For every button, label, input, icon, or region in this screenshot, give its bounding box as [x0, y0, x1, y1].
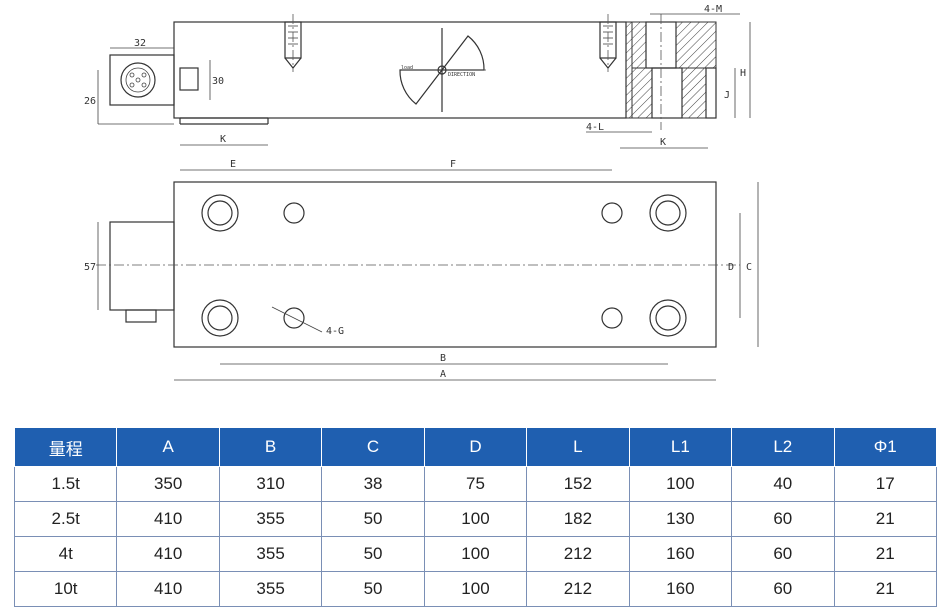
table-cell: 38 [321, 466, 425, 502]
dim-h: H [740, 68, 746, 79]
table-cell: 410 [116, 501, 220, 537]
table-cell: 350 [116, 466, 220, 502]
table-cell: 60 [731, 571, 835, 607]
dim-b: B [440, 353, 446, 364]
threaded-hole-right [599, 14, 617, 72]
dim-a: A [440, 369, 446, 380]
threaded-hole-left [284, 14, 302, 72]
dim-k: K [220, 134, 226, 145]
table-cell: 17 [833, 466, 937, 502]
table-row: 10t 410 355 50 100 212 160 60 21 [13, 571, 937, 607]
table-row: 2.5t 410 355 50 100 182 130 60 21 [13, 501, 937, 537]
header-cell: B [218, 427, 323, 467]
table-row: 1.5t 350 310 38 75 152 100 40 17 [13, 466, 937, 502]
table-cell: 100 [628, 466, 733, 502]
header-cell: L [526, 427, 630, 467]
connector-square [179, 67, 199, 91]
dim-k-right: K [660, 137, 666, 148]
thread-hole-2 [283, 307, 305, 329]
front-connector [109, 221, 175, 311]
table-cell: 410 [116, 536, 220, 572]
header-cell: L2 [731, 427, 835, 467]
table-cell: 21 [833, 501, 937, 537]
thread-hole-4 [601, 307, 623, 329]
table-cell: 100 [423, 536, 528, 572]
table-cell: 50 [321, 571, 425, 607]
table-cell: 410 [116, 571, 220, 607]
table-cell: 75 [423, 466, 528, 502]
spec-table: 量程 A B C D L L1 L2 Φ1 1.5t 350 310 38 75… [13, 427, 937, 607]
table-cell: 355 [218, 536, 323, 572]
dim-j: J [724, 90, 730, 101]
table-cell: 2.5t [13, 501, 118, 537]
load-direction-symbol: load DIRECTION [399, 28, 486, 112]
table-cell: 212 [526, 536, 630, 572]
dim-4l: 4-L [586, 122, 604, 133]
thread-hole-1 [283, 202, 305, 224]
table-cell: 100 [423, 501, 528, 537]
table-cell: 212 [526, 571, 630, 607]
table-cell: 100 [423, 571, 528, 607]
table-cell: 310 [218, 466, 323, 502]
table-cell: 1.5t [13, 466, 118, 502]
dim-4m: 4-M [704, 4, 722, 15]
table-cell: 10t [13, 571, 118, 607]
table-cell: 152 [526, 466, 630, 502]
table-header-row: 量程 A B C D L L1 L2 Φ1 [13, 427, 937, 467]
table-cell: 50 [321, 536, 425, 572]
dim-d: D [728, 262, 734, 273]
front-view: E F 57 4-G B A D C [84, 159, 759, 381]
connector-box [109, 54, 175, 106]
header-cell: 量程 [13, 427, 118, 467]
dim-26: 26 [84, 96, 96, 107]
connector-circle [120, 62, 156, 98]
table-cell: 21 [833, 571, 937, 607]
mount-hole-bottom-left [201, 299, 239, 337]
arrow-left-label: load [401, 65, 413, 71]
header-cell: A [116, 427, 220, 467]
dim-f: F [450, 159, 456, 170]
thread-hole-3 [601, 202, 623, 224]
table-cell: 160 [628, 536, 733, 572]
front-body [173, 181, 717, 348]
table-cell: 21 [833, 536, 937, 572]
technical-drawing: load DIRECTION 32 30 26 K 4-M H J [84, 4, 759, 381]
table-cell: 50 [321, 501, 425, 537]
table-cell: 4t [13, 536, 118, 572]
dim-32: 32 [134, 38, 146, 49]
mount-hole-top-left [201, 194, 239, 232]
header-cell: C [321, 427, 425, 467]
table-cell: 40 [731, 466, 835, 502]
header-cell: L1 [628, 427, 733, 467]
table-cell: 182 [526, 501, 630, 537]
mount-hole-top-right [649, 194, 687, 232]
table-cell: 60 [731, 536, 835, 572]
dim-c: C [746, 262, 752, 273]
dim-30: 30 [212, 76, 224, 87]
dim-57: 57 [84, 262, 96, 273]
mount-hole-bottom-right [649, 299, 687, 337]
dim-e: E [230, 159, 236, 170]
header-cell: Φ1 [833, 427, 937, 467]
arrow-right-label: DIRECTION [448, 72, 475, 78]
spec-table-container: 量程 A B C D L L1 L2 Φ1 1.5t 350 310 38 75… [13, 427, 937, 607]
top-view: load DIRECTION 32 30 26 K 4-M H J [84, 4, 751, 149]
table-cell: 160 [628, 571, 733, 607]
table-cell: 355 [218, 571, 323, 607]
section-view [625, 14, 717, 130]
table-cell: 355 [218, 501, 323, 537]
table-cell: 130 [628, 501, 733, 537]
dim-4g: 4-G [326, 326, 344, 337]
header-cell: D [423, 427, 528, 467]
table-cell: 60 [731, 501, 835, 537]
table-row: 4t 410 355 50 100 212 160 60 21 [13, 536, 937, 572]
